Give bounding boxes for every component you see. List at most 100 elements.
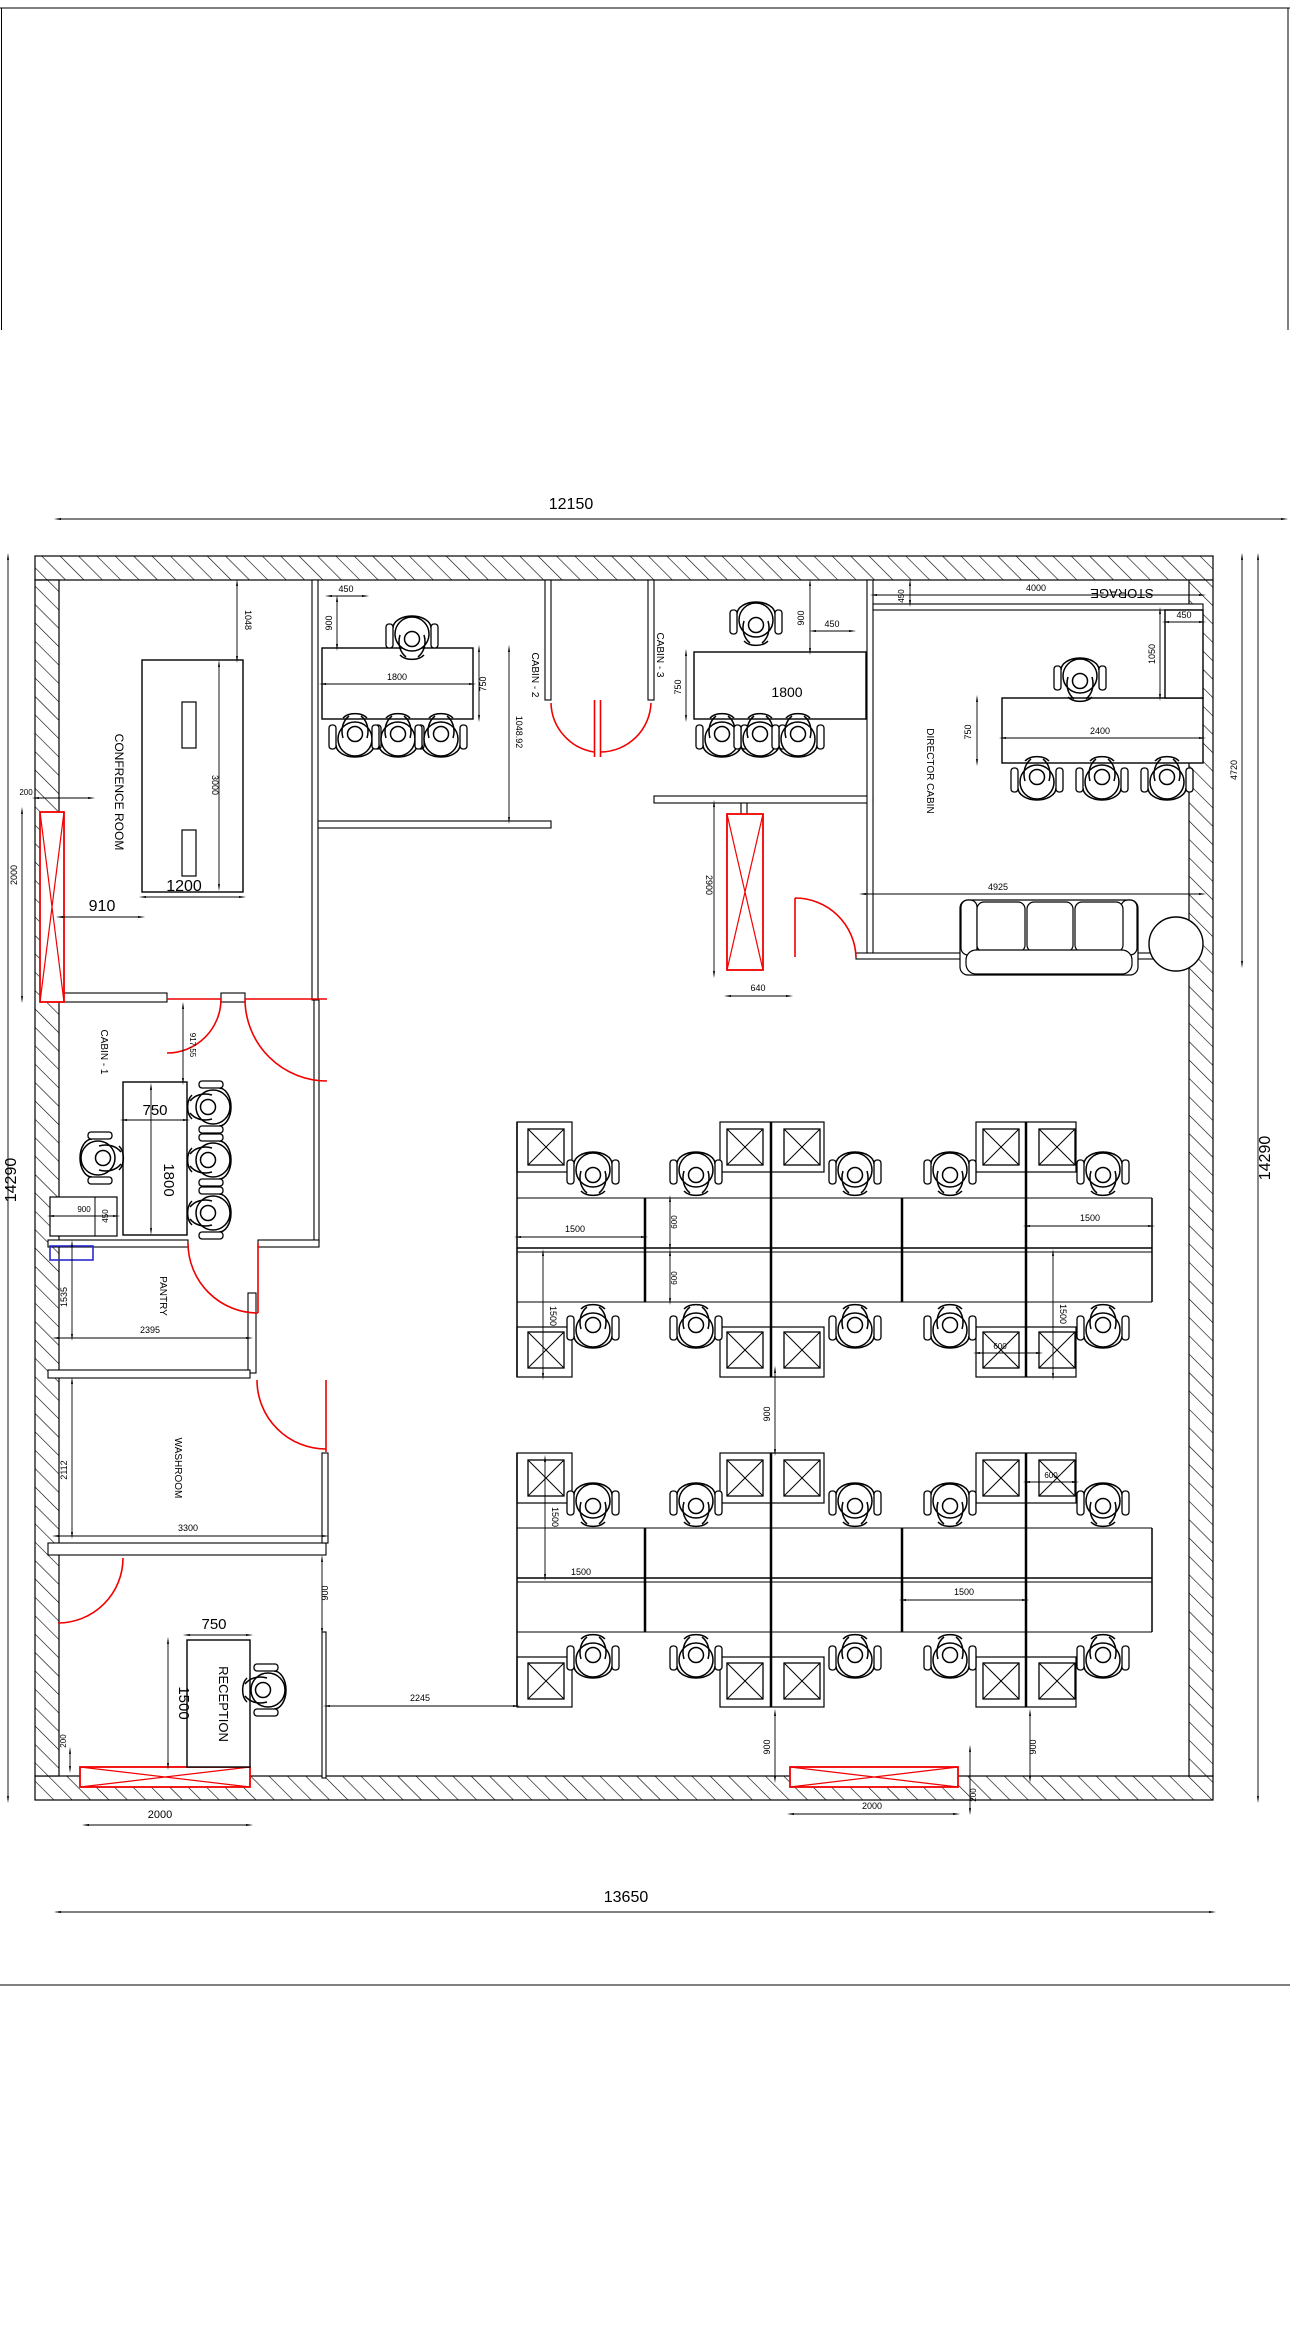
doors: [57, 700, 857, 1624]
dim-conf-200: 200: [19, 788, 33, 797]
room-label-reception: RECEPTION: [216, 1666, 231, 1742]
pedestal-unit: [726, 1459, 764, 1497]
dim-oo-u-1500c: 1500: [1080, 1213, 1100, 1223]
wall-top: [34, 555, 1214, 581]
dim-oo-l-1500b: 1500: [571, 1567, 591, 1577]
dim-oo-u-600b: 600: [670, 1271, 679, 1285]
dim-c1-1800: 1800: [160, 1163, 177, 1196]
door-cabin1-right: [244, 998, 328, 1082]
office-chair: [1076, 1482, 1130, 1528]
pedestal-container: [975, 1121, 1077, 1173]
dim-wash-2112: 2112: [59, 1460, 69, 1479]
dim-director-2400: 2400: [1090, 726, 1110, 736]
pedestal-unit: [527, 1331, 565, 1369]
room-label-cabin3: CABIN - 3: [654, 632, 665, 677]
room-label-storage: STORAGE: [1090, 586, 1154, 601]
pedestal-unit: [527, 1128, 565, 1166]
sofa: [959, 899, 1139, 976]
pedestal-container: [975, 1452, 1077, 1504]
window-reception-bottom: [79, 1766, 251, 1788]
office-chair: [1076, 1151, 1130, 1197]
dim-overall-bottom: 13650: [604, 1889, 649, 1906]
dim-mid-640: 640: [750, 983, 765, 993]
dim-bottom-200: 200: [969, 1788, 978, 1802]
dim-oo-u-1500d: 1500: [1058, 1304, 1068, 1324]
pedestal-unit: [1038, 1331, 1076, 1369]
dim-bottom-2000: 2000: [862, 1801, 882, 1811]
office-chair: [566, 1633, 620, 1679]
dim-wash-900: 900: [320, 1585, 330, 1600]
office-chair: [1076, 1633, 1130, 1679]
pedestal-unit: [783, 1331, 821, 1369]
director-credenza: [1164, 609, 1204, 699]
pedestal-unit: [726, 1331, 764, 1369]
door-pantry: [187, 1242, 259, 1314]
dim-storage-450-left: 450: [897, 589, 906, 603]
dim-left-2000: 2000: [9, 865, 19, 885]
dim-oo-mid-900: 900: [762, 1406, 772, 1421]
dim-c1-750: 750: [142, 1102, 167, 1119]
director-desk: [1001, 697, 1204, 764]
dim-storage-450-right: 450: [1176, 610, 1191, 620]
office-chair: [828, 1303, 882, 1349]
dim-c3-900: 900: [796, 610, 806, 625]
office-chair: [669, 1633, 723, 1679]
pedestal-container: [719, 1326, 825, 1378]
room-label-cabin2: CABIN - 2: [529, 652, 540, 697]
office-chair: [669, 1303, 723, 1349]
dim-rec-1500: 1500: [175, 1686, 192, 1719]
office-chair: [828, 1633, 882, 1679]
office-chair: [828, 1482, 882, 1528]
window-conference-left: [39, 811, 65, 1003]
window-mid-column: [726, 813, 764, 971]
dim-oo-l-600: 600: [1044, 1471, 1058, 1480]
dim-c1-900: 900: [77, 1205, 91, 1214]
office-chair: [923, 1482, 977, 1528]
room-label-cabin1: CABIN - 1: [98, 1029, 109, 1074]
dim-oo-u-600a: 600: [670, 1215, 679, 1229]
office-chair: [186, 1080, 232, 1134]
office-chair: [669, 1151, 723, 1197]
wall-left: [34, 579, 60, 1777]
dim-sofa-4925: 4925: [988, 882, 1008, 892]
dim-conf-1200: 1200: [166, 878, 202, 895]
workstation-block-upper: [516, 1122, 1153, 1377]
pedestal-unit: [783, 1128, 821, 1166]
cabin3-desk: [693, 651, 867, 720]
office-chair: [566, 1303, 620, 1349]
dimension-lines: [7, 518, 1289, 1913]
pedestal-unit: [1038, 1662, 1076, 1700]
office-chair: [186, 1133, 232, 1187]
office-chair: [828, 1151, 882, 1197]
furniture-static: [49, 609, 1204, 1768]
dim-oo-l-1500a: 1500: [550, 1507, 560, 1527]
pedestal-unit: [982, 1128, 1020, 1166]
office-chair: [566, 1482, 620, 1528]
office-chair: [923, 1633, 977, 1679]
pedestal-unit: [783, 1662, 821, 1700]
dim-c2-750: 750: [478, 676, 488, 691]
room-label-washroom: WASHROOM: [172, 1438, 183, 1499]
door-director: [794, 897, 857, 958]
pedestal-container: [975, 1656, 1077, 1708]
door-reception: [57, 1557, 124, 1624]
pedestal-container: [975, 1326, 1077, 1378]
dim-c1-917-55: 917.55: [188, 1033, 197, 1058]
wall-right: [1188, 579, 1214, 1777]
dim-mid-2900: 2900: [704, 875, 714, 895]
dim-pantry-1535: 1535: [59, 1287, 69, 1307]
workstation-block-lower: [516, 1453, 1153, 1707]
dim-oo-b-900b: 900: [1028, 1739, 1038, 1754]
office-chair: [729, 601, 783, 647]
office-chair: [79, 1131, 125, 1185]
dimension-texts: 12150 13650 14290 14290 4720 1048 3000 1…: [3, 496, 1274, 1906]
dim-right-4720: 4720: [1229, 760, 1239, 780]
pedestal-container: [719, 1656, 825, 1708]
dim-c2-900: 900: [324, 615, 334, 630]
dim-rec-2000: 2000: [148, 1809, 172, 1821]
dim-oo-u-600c: 600: [993, 1342, 1007, 1351]
cabin2-desk: [321, 647, 474, 720]
dim-oo-u-1500a: 1500: [565, 1224, 585, 1234]
